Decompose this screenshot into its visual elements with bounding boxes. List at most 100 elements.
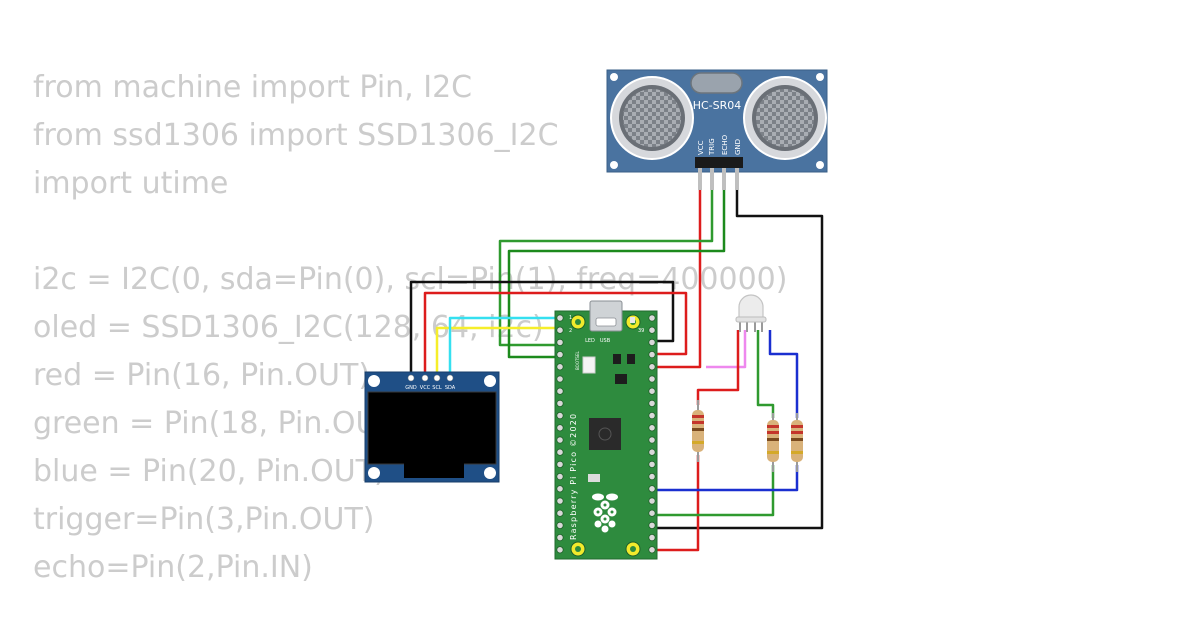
wire-res-blue-gp20[interactable]	[653, 465, 799, 492]
wire-sensor-gnd[interactable]	[653, 190, 824, 530]
bootsel-button[interactable]	[582, 356, 596, 374]
ultrasonic-sensor[interactable]: HC-SR04 VCC TRIG ECHO GND	[606, 69, 828, 190]
pico-pin-hole[interactable]	[556, 448, 564, 456]
pico-pin-hole[interactable]	[648, 326, 656, 334]
pico-pin-hole[interactable]	[556, 485, 564, 493]
wire-sensor-trig[interactable]	[498, 190, 714, 347]
pico-pin-hole[interactable]	[556, 497, 564, 505]
pico-pin-hole[interactable]	[648, 533, 656, 542]
usb-label: USB	[600, 338, 611, 344]
rp2040-chip	[589, 418, 621, 450]
usb-connector[interactable]	[589, 300, 623, 332]
pico-pin-hole[interactable]	[556, 546, 564, 554]
mount-hole	[816, 161, 824, 169]
onboard-led	[630, 317, 635, 323]
mount-hole	[484, 467, 496, 479]
pico-pin-hole[interactable]	[648, 485, 656, 493]
pico-pin-hole[interactable]	[556, 460, 564, 468]
code-line: i2c = I2C(0, sda=Pin(0), scl=Pin(1), fre…	[33, 262, 788, 297]
pico-pin-hole[interactable]	[648, 436, 656, 444]
raspberry-pi-pico[interactable]: USB LED 1 2 39 BOOTSEL	[554, 300, 658, 560]
pico-pin-hole[interactable]	[556, 424, 564, 432]
pico-pin-hole[interactable]	[556, 326, 564, 334]
pico-pin-hole[interactable]	[556, 533, 564, 542]
wire-oled-scl[interactable]	[435, 326, 560, 378]
resistor-blue[interactable]	[791, 413, 803, 472]
mount-hole	[484, 375, 496, 387]
wire-led-green[interactable]	[756, 330, 775, 418]
oled-pin-label: SCL	[432, 385, 442, 391]
oled-ribbon	[404, 462, 464, 478]
pico-pin-hole[interactable]	[556, 375, 564, 383]
chip-logo	[598, 427, 612, 441]
pico-pin-hole[interactable]	[648, 509, 656, 517]
resistor-green[interactable]	[767, 413, 779, 472]
pico-pin-hole[interactable]	[556, 350, 564, 359]
pico-pin-hole[interactable]	[556, 472, 564, 481]
wire-oled-gnd[interactable]	[409, 280, 675, 378]
sensor-pin-label: GND	[734, 139, 742, 155]
resistor-red[interactable]	[692, 400, 704, 462]
pico-pin-hole[interactable]	[556, 338, 564, 346]
pico-pin-hole[interactable]	[648, 338, 656, 346]
pico-pin-hole[interactable]	[648, 375, 656, 383]
smd-chip	[613, 354, 621, 364]
rgb-led[interactable]	[735, 294, 767, 332]
sensor-model-label: HC-SR04	[693, 99, 742, 112]
resistor-band	[791, 451, 803, 454]
pico-pin-hole[interactable]	[648, 424, 656, 432]
sensor-header	[695, 157, 743, 168]
pico-pin-hole[interactable]	[648, 314, 656, 322]
pico-pin-hole[interactable]	[648, 363, 656, 371]
pico-pin-hole[interactable]	[556, 411, 564, 420]
wire-led-common[interactable]	[706, 330, 747, 369]
wire-led-blue[interactable]	[768, 330, 799, 418]
mount-hole	[610, 161, 618, 169]
pico-pin-hole[interactable]	[648, 411, 656, 420]
pico-pin-hole[interactable]	[648, 521, 656, 530]
pico-pin-hole[interactable]	[556, 314, 564, 322]
pico-pin-hole[interactable]	[648, 387, 656, 395]
code-line: from ssd1306 import SSD1306_I2C	[33, 118, 559, 153]
resistor-band	[767, 451, 779, 454]
pico-pin-hole[interactable]	[556, 363, 564, 371]
transducer-left	[610, 76, 694, 160]
oled-pin-label: SDA	[445, 385, 456, 391]
wire-sensor-vcc[interactable]	[653, 190, 702, 369]
wire-oled-sda[interactable]	[448, 316, 560, 378]
oled-pin-pads	[407, 374, 454, 382]
pin-number-label: 1	[569, 315, 572, 321]
oled-display[interactable]: GND VCC SCL SDA	[364, 371, 500, 483]
wire-led-red[interactable]	[696, 330, 740, 405]
pico-pin-hole[interactable]	[556, 387, 564, 395]
mount-hole	[630, 546, 636, 552]
wire-oled-vcc[interactable]	[423, 291, 688, 378]
transducer-right	[743, 76, 827, 160]
pico-pin-hole[interactable]	[648, 460, 656, 468]
sensor-pin-label: VCC	[697, 140, 705, 155]
pico-pin-hole[interactable]	[648, 350, 656, 359]
pico-pin-hole[interactable]	[556, 509, 564, 517]
pico-pin-hole[interactable]	[648, 472, 656, 481]
resistor-band	[692, 441, 704, 444]
mount-hole	[575, 546, 581, 552]
pin-number-label: 2	[569, 328, 572, 334]
pico-pin-hole[interactable]	[556, 399, 564, 407]
pin-number-label: 39	[638, 328, 644, 334]
pico-pin-hole[interactable]	[556, 521, 564, 530]
raspberry-logo	[592, 493, 618, 533]
resistor-band	[692, 415, 704, 418]
wire-sensor-echo[interactable]	[507, 190, 726, 359]
pico-pin-hole[interactable]	[648, 546, 656, 554]
resistor-band	[767, 431, 779, 434]
pico-pin-hole[interactable]	[648, 399, 656, 407]
pico-pin-hole[interactable]	[556, 436, 564, 444]
wire-res-green-gp18[interactable]	[653, 465, 775, 517]
wire-res-red-gp16[interactable]	[653, 455, 700, 552]
sensor-pin-label: TRIG	[708, 138, 716, 156]
code-line: oled = SSD1306_I2C(128, 64, i2c)	[33, 310, 544, 345]
pico-pin-hole[interactable]	[648, 497, 656, 505]
resistor-band	[791, 425, 803, 428]
pico-pin-hole[interactable]	[648, 448, 656, 456]
